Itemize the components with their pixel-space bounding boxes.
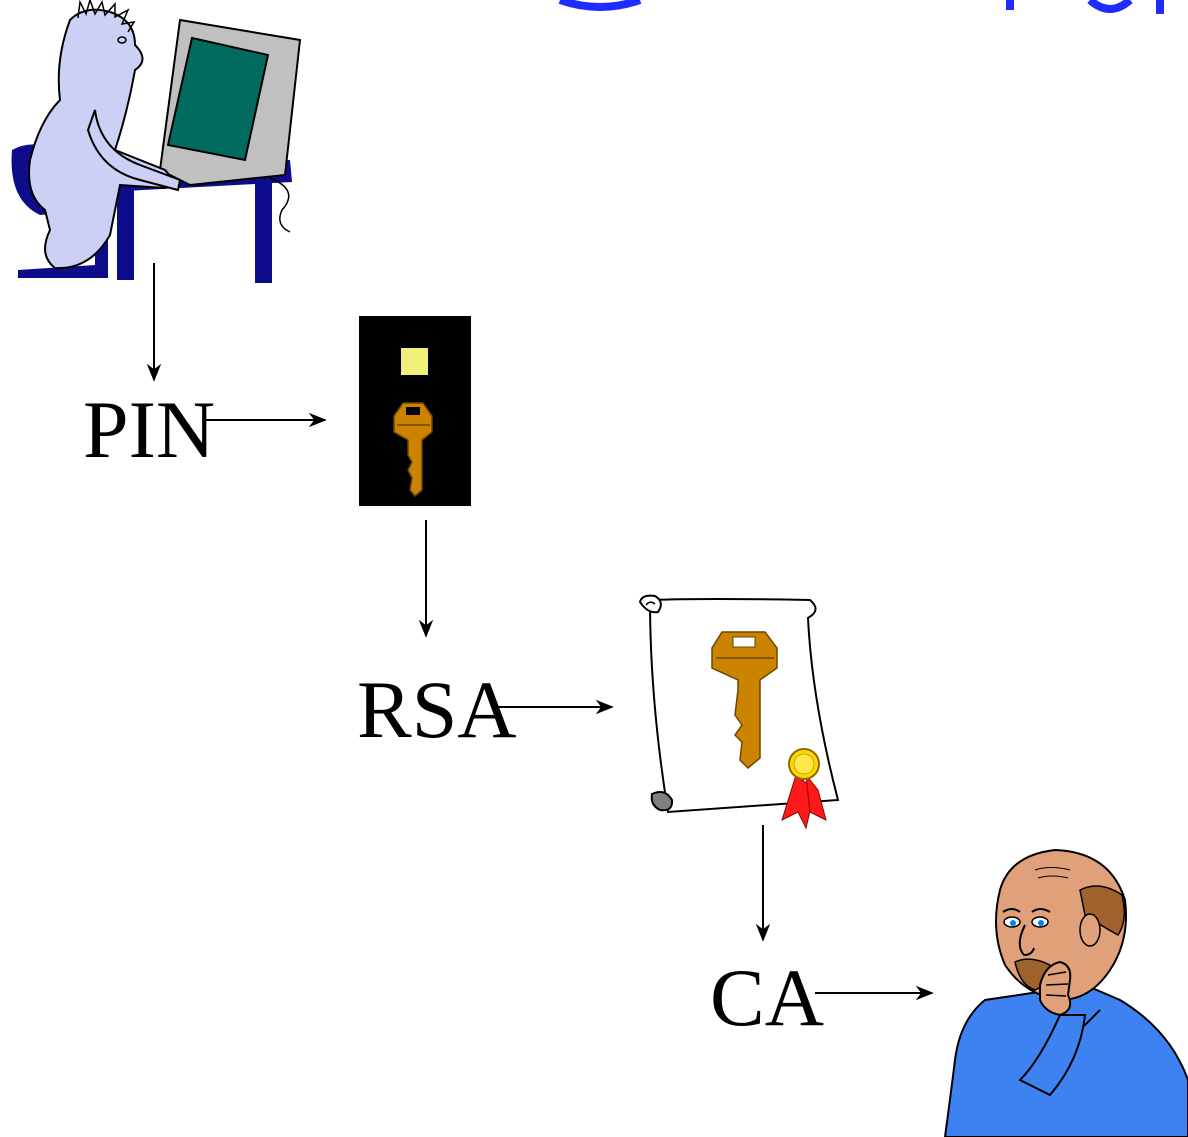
pin-label: PIN (83, 384, 215, 475)
ca-label: CA (710, 952, 824, 1043)
thinking-man-icon (943, 848, 1188, 1137)
rsa-label: RSA (357, 664, 517, 755)
title-fragment (558, 0, 1164, 14)
smartcard-key-icon (359, 316, 471, 506)
user-at-computer-icon (11, 0, 302, 283)
certificate-scroll-icon (638, 594, 840, 830)
